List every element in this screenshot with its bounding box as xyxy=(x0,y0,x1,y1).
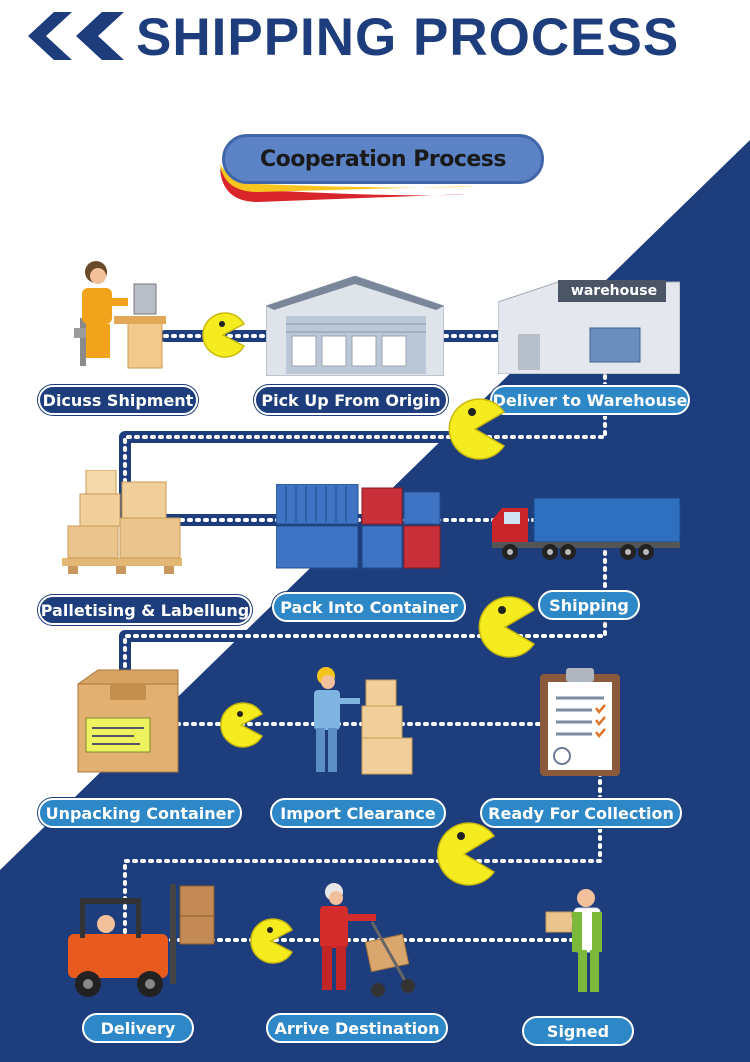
clipboard-icon xyxy=(540,668,620,776)
step-label-arrive-destination: Arrive Destination xyxy=(266,1013,448,1043)
hangar-icon xyxy=(266,276,444,376)
recipient-worker-icon xyxy=(545,889,602,992)
truck-icon xyxy=(492,498,681,560)
pacman-icon xyxy=(437,822,496,886)
pacman-icon xyxy=(202,312,246,358)
banner-label: Cooperation Process xyxy=(260,146,506,172)
step-label-dicuss-shipment: Dicuss Shipment xyxy=(38,385,198,415)
header: SHIPPING PROCESS xyxy=(0,0,750,80)
delivery-worker-icon xyxy=(320,883,415,997)
cooperation-banner: Cooperation Process xyxy=(218,128,548,208)
double-chevron-left-icon xyxy=(28,12,124,60)
step-label-shipping: Shipping xyxy=(538,590,640,620)
office-worker-icon xyxy=(74,261,166,369)
page-title: SHIPPING PROCESS xyxy=(136,8,680,67)
pallet-boxes-icon xyxy=(62,470,182,574)
customs-worker-icon xyxy=(314,667,413,775)
pacman-icon xyxy=(250,918,294,964)
dotted-path xyxy=(119,330,611,946)
pacman-icon xyxy=(220,702,264,748)
step-label-import-clearance: Import Clearance xyxy=(270,798,446,828)
forklift-icon xyxy=(68,884,215,997)
cardboard-box-icon xyxy=(77,669,179,773)
warehouse-icon xyxy=(498,280,680,374)
step-label-palletising-labellung: Palletising & Labellung xyxy=(38,595,252,625)
pacman-icon xyxy=(478,596,536,658)
step-label-pack-into-container: Pack Into Container xyxy=(272,592,466,622)
banner-swoosh xyxy=(220,164,478,202)
step-label-unpacking-container: Unpacking Container xyxy=(38,798,242,828)
banner-pill: Cooperation Process xyxy=(222,134,544,184)
step-label-pick-up-from-origin: Pick Up From Origin xyxy=(254,385,448,415)
step-label-signed: Signed xyxy=(522,1016,634,1046)
warehouse-sign: warehouse xyxy=(570,283,658,299)
step-label-deliver-to-warehouse: Deliver to Warehouse xyxy=(490,385,690,415)
step-label-ready-for-collection: Ready For Collection xyxy=(480,798,682,828)
step-label-delivery: Delivery xyxy=(82,1013,194,1043)
pacman-icon xyxy=(448,398,506,460)
shipping-containers-icon xyxy=(276,484,441,569)
